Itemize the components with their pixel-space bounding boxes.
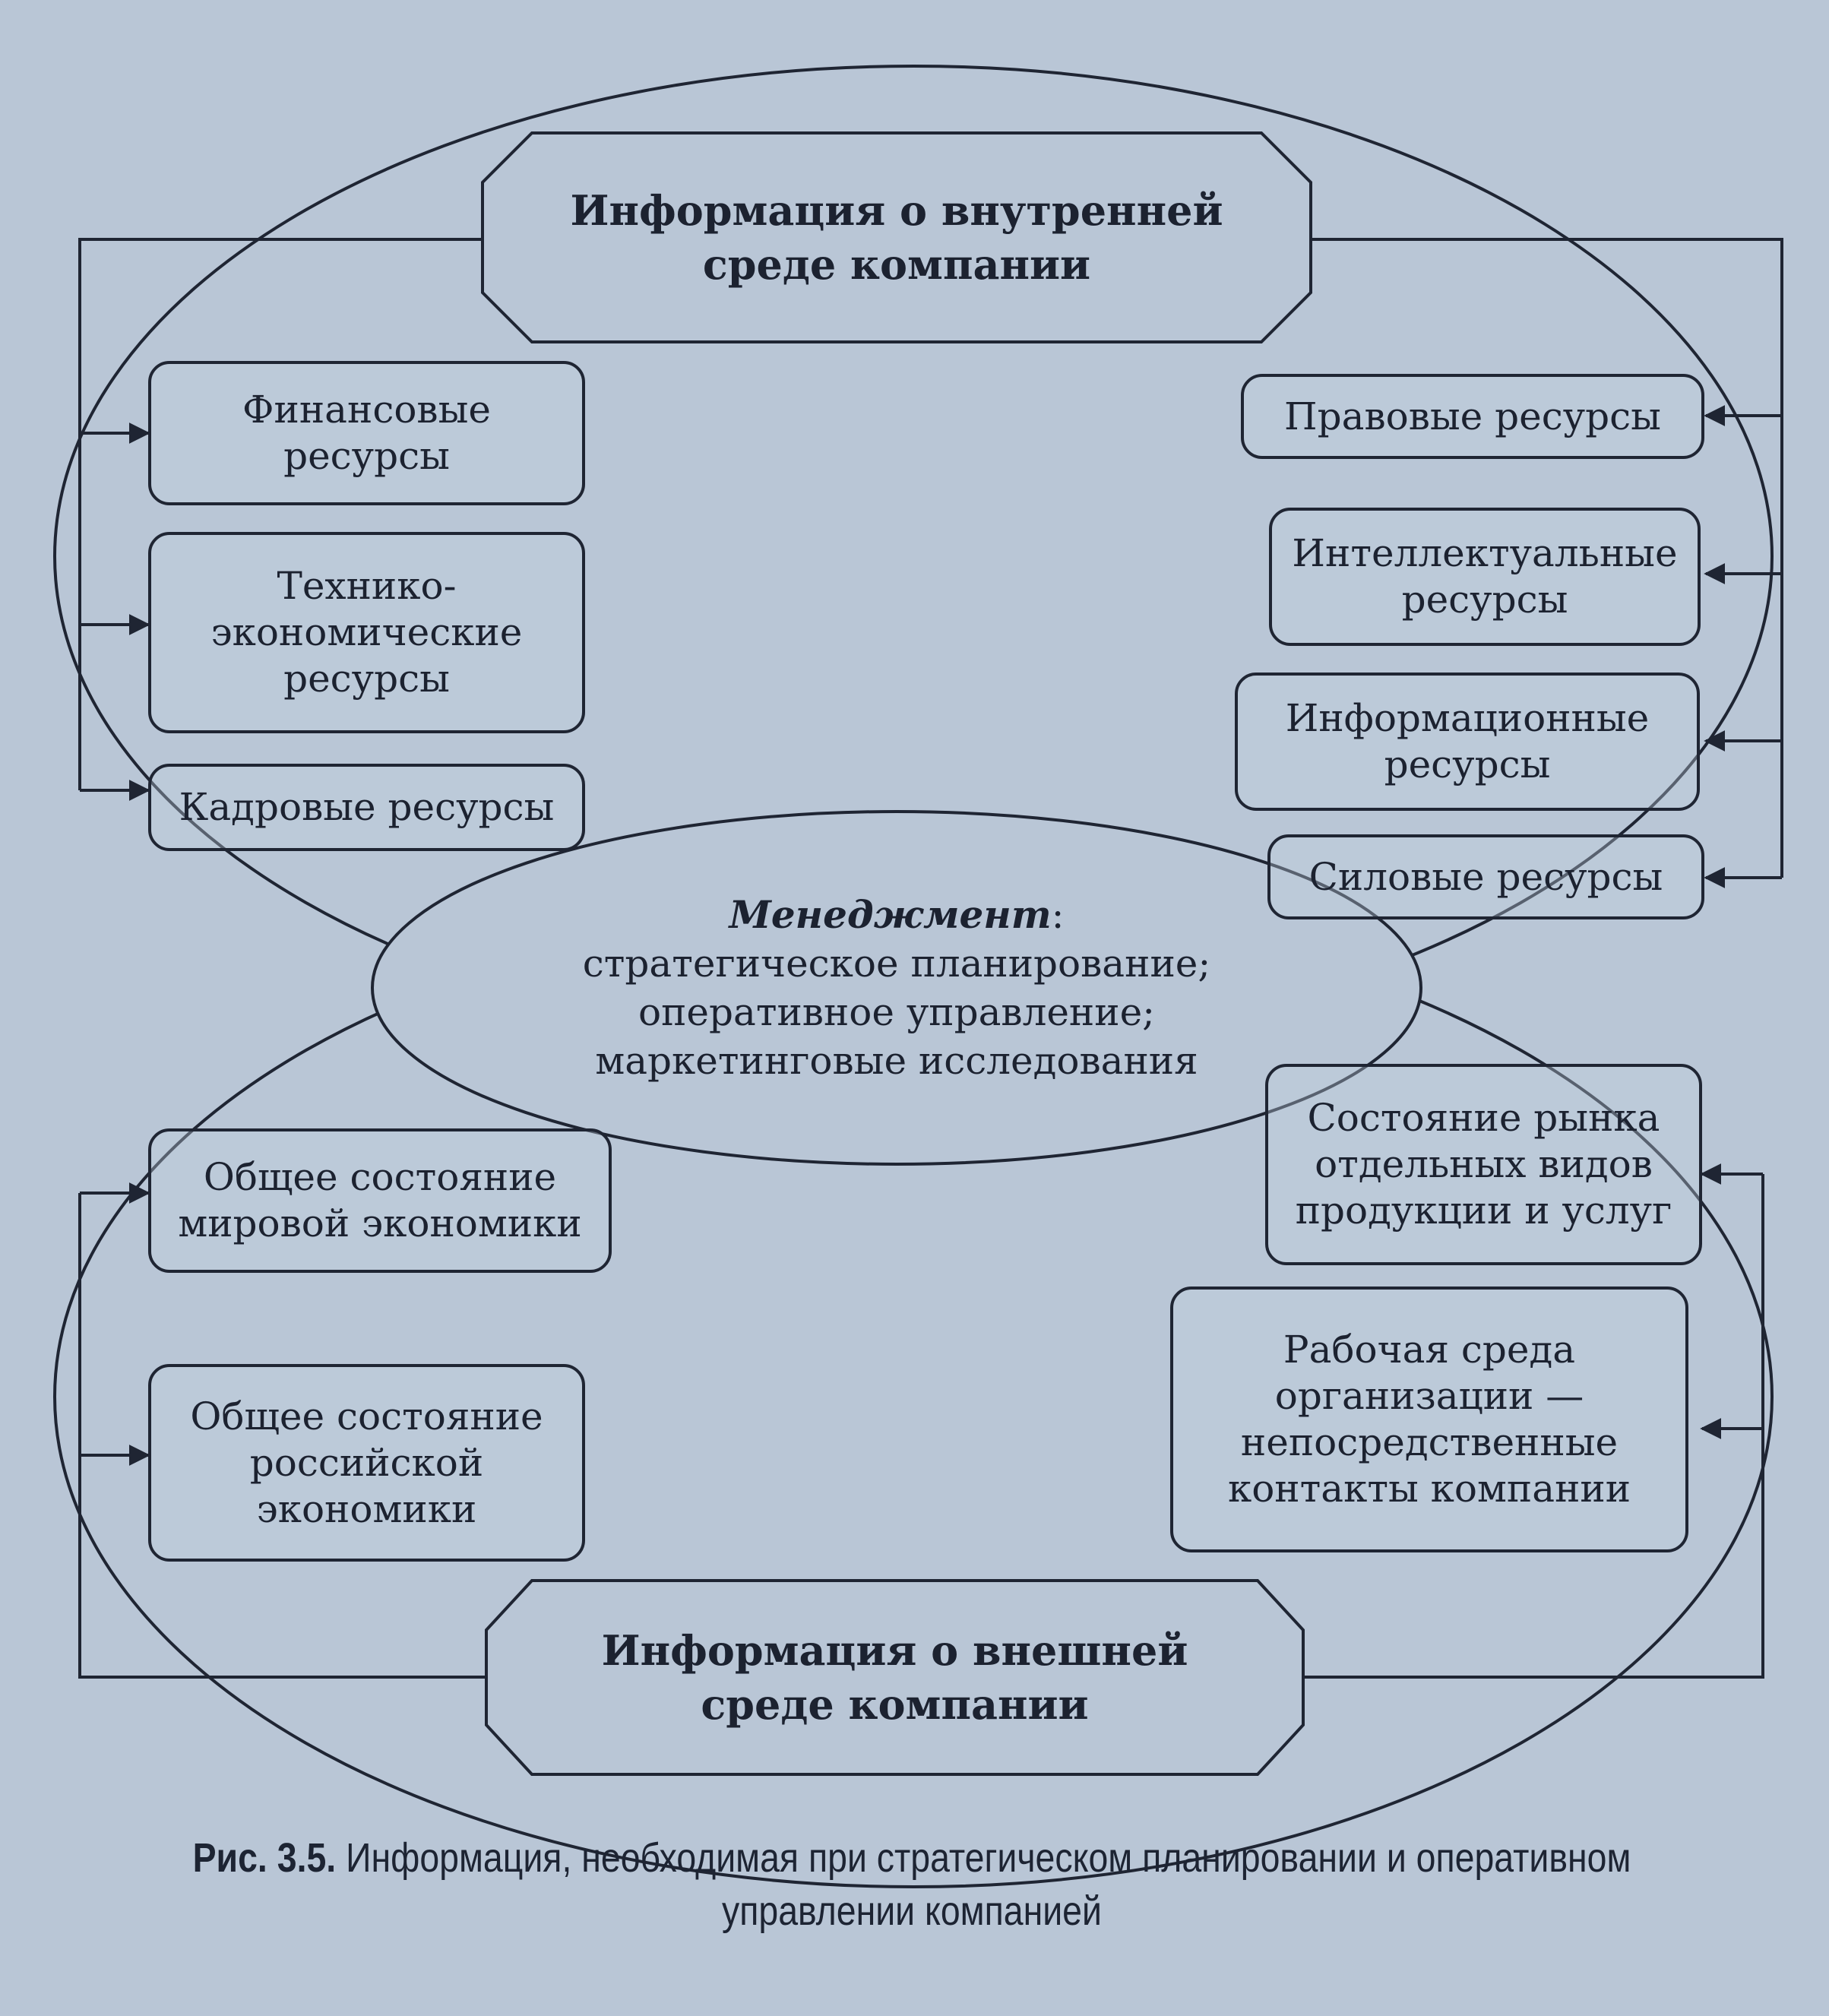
box-line: мировой экономики — [178, 1201, 582, 1245]
management-line: маркетинговые исследования — [595, 1039, 1198, 1083]
management-line: стратегическое планирование; — [582, 942, 1211, 986]
box-line: отдельных видов — [1315, 1142, 1653, 1186]
external-left-line — [78, 1193, 486, 1679]
internal-info-hexagon — [481, 131, 1312, 343]
legal-resources-box: Правовые ресурсы — [1241, 374, 1704, 459]
caption-line-2: управлении компанией — [722, 1888, 1102, 1935]
management-ellipse — [371, 810, 1422, 1166]
management-title-colon: : — [1051, 893, 1065, 937]
box-line: контакты компании — [1227, 1467, 1631, 1511]
finance-resources-box: Финансовые ресурсы — [148, 361, 585, 505]
box-line: Силовые ресурсы — [1308, 854, 1663, 899]
hr-resources-box: Кадровые ресурсы — [148, 764, 585, 851]
external-info-title: Информация о внешней среде компании — [490, 1584, 1299, 1771]
caption-label: Рис. 3.5. — [192, 1835, 337, 1881]
intellectual-resources-box: Интеллектуальные ресурсы — [1269, 508, 1701, 646]
box-line: Технико- — [277, 564, 457, 608]
box-line: экономики — [256, 1486, 477, 1531]
internal-info-title: Информация о внутренней среде компании — [486, 137, 1307, 338]
internal-right-line — [1311, 238, 1783, 878]
box-line: ресурсы — [1384, 742, 1551, 786]
internal-info-line2: среде компании — [702, 239, 1091, 289]
work-environment-box: Рабочая среда организации — непосредстве… — [1170, 1287, 1688, 1552]
box-line: российской — [249, 1440, 484, 1485]
box-line: Правовые ресурсы — [1284, 394, 1661, 438]
management-title-row: Менеджмент: — [729, 891, 1064, 939]
russian-economy-box: Общее состояние российской экономики — [148, 1364, 585, 1562]
external-right-line — [1303, 1174, 1764, 1679]
world-economy-box: Общее состояние мировой экономики — [148, 1128, 612, 1273]
box-line: Состояние рынка — [1307, 1096, 1660, 1140]
external-info-line1: Информация о внешней — [601, 1626, 1188, 1676]
box-line: экономические — [210, 610, 523, 654]
external-info-line2: среде компании — [701, 1679, 1089, 1729]
box-line: продукции и услуг — [1295, 1188, 1672, 1233]
box-line: Кадровые ресурсы — [179, 785, 555, 829]
caption-text: Информация, необходимая при стратегическ… — [346, 1835, 1631, 1881]
box-line: Интеллектуальные — [1292, 531, 1678, 575]
box-line: Общее состояние — [203, 1155, 557, 1199]
technical-economic-resources-box: Технико- экономические ресурсы — [148, 532, 585, 733]
external-info-hexagon — [485, 1579, 1305, 1776]
management-title: Менеджмент — [729, 892, 1052, 937]
box-line: ресурсы — [283, 434, 450, 478]
caption-line-1: Рис. 3.5. Информация, необходимая при ст… — [167, 1831, 1657, 1885]
box-line: Общее состояние — [190, 1394, 543, 1438]
box-line: ресурсы — [283, 657, 450, 701]
figure-caption: Рис. 3.5. Информация, необходимая при ст… — [167, 1831, 1657, 1938]
box-line: Информационные — [1285, 696, 1650, 740]
market-state-box: Состояние рынка отдельных видов продукци… — [1265, 1064, 1702, 1265]
power-resources-box: Силовые ресурсы — [1267, 834, 1704, 919]
box-line: Финансовые — [242, 388, 491, 432]
internal-info-line1: Информация о внутренней — [570, 186, 1223, 236]
internal-left-line — [78, 238, 483, 790]
management-line: оперативное управление; — [638, 990, 1156, 1034]
box-line: Рабочая среда — [1283, 1328, 1576, 1372]
information-resources-box: Информационные ресурсы — [1235, 673, 1700, 811]
box-line: организации — — [1274, 1374, 1584, 1418]
box-line: ресурсы — [1401, 578, 1568, 622]
box-line: непосредственные — [1240, 1420, 1619, 1464]
management-text: Менеджмент: стратегическое планирование;… — [517, 862, 1277, 1113]
